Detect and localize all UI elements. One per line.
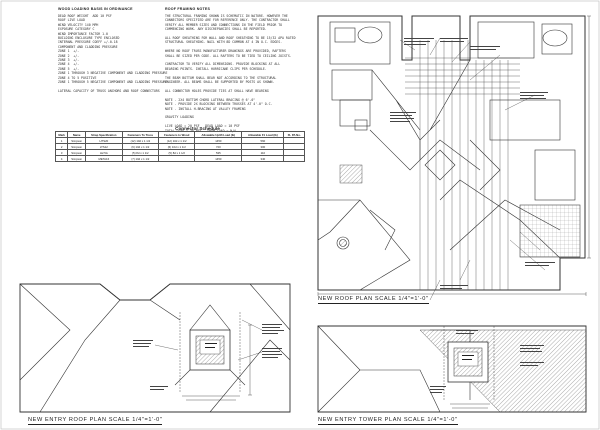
schedule-cell: 340 xyxy=(241,155,285,162)
schedule-cell: (7) 10d x 1 1/2 xyxy=(121,155,160,162)
framing-note-line: VERIFY ALL MEMBER SIZES AND CONNECTIONS … xyxy=(165,22,283,27)
title-underline xyxy=(318,302,429,304)
entry-roof-plan-title: NEW ENTRY ROOF PLAN SCALE 1/4"=1'-0" xyxy=(28,417,163,425)
roof-plan-callouts xyxy=(390,38,555,289)
framing-note-line: ALL CONNECTOR HOLES PROVIDE TIES AT SHAL… xyxy=(165,88,269,93)
entry-tower-plan-title: NEW ENTRY TOWER PLAN SCALE 1/4"=1'-0" xyxy=(318,417,458,425)
title-underline xyxy=(28,423,163,425)
framing-note-line: NOTE - INSTALL H-BRACING AT VALLEY FRAMI… xyxy=(165,106,246,111)
wood-note-line: WIND VELOCITY 140 MPH xyxy=(58,22,99,27)
wood-note-line: ZONE 1 THROUGH 3 NEGATIVE COMPONENT AND … xyxy=(58,71,168,76)
schedule-cell xyxy=(158,155,196,162)
framing-note-line: THE BEAM BOTTOM SHALL BEAR NOT ACCORDING… xyxy=(165,75,277,80)
entry-roof-plan-drawing xyxy=(19,283,291,413)
framing-note-line: CONTRACTOR TO VERIFY ALL DIMENSIONS. PRO… xyxy=(165,62,281,67)
wood-note-line: COMPONENT AND CLADDING PRESSURE xyxy=(58,44,118,49)
framing-note-line: TOTAL LOAD = 30 PSF SNOW LOAD = N/A xyxy=(165,128,237,133)
wood-note-line: BUILDING ENCLOSURE TYPE ENCLOSED xyxy=(58,36,120,41)
entry-roof-plan-title-text: NEW ENTRY ROOF PLAN SCALE 1/4"=1'-0" xyxy=(28,417,163,423)
roof-plan-title: NEW ROOF PLAN SCALE 1/4"=1'-0" xyxy=(318,296,429,304)
wood-note-line: LATERAL CAPACITY OF TRUSS ANCHORS AND RO… xyxy=(58,88,160,93)
wood-note-line: ZONE 4 +/- xyxy=(58,62,80,67)
wood-note-line: WIND IMPORTANCE FACTOR 1.0 xyxy=(58,31,108,36)
framing-note-line: NOTE - 2X4 BOTTOM CHORD LATERAL BRACING … xyxy=(165,97,256,102)
entry-tower-plan-title-text: NEW ENTRY TOWER PLAN SCALE 1/4"=1'-0" xyxy=(318,417,458,423)
framing-note-line: COMMENCING WORK. ANY DISCREPANCIES SHALL… xyxy=(165,27,267,32)
framing-note-line: STRUCTURAL SHEATHING. NAIL WITH 8D COMMO… xyxy=(165,40,283,45)
wood-note-line: ZONE 4 TO 5 POSITIVE xyxy=(58,75,97,80)
framing-note-line: GRAVITY LOADING xyxy=(165,115,194,120)
framing-note-line: ALL ROOF SHEATHING FOR WALL AND ROOF SHE… xyxy=(165,36,296,41)
framing-note-line: LIVE LOAD = 20 PSF DEAD LOAD = 10 PSF xyxy=(165,124,240,129)
entry-tower-callouts xyxy=(430,330,544,393)
wood-note-line: INTERNAL PRESSURE COEFF +/-0.18 xyxy=(58,40,118,45)
wood-note-line: ZONE 1 THROUGH 5 NEGATIVE COMPONENT AND … xyxy=(58,80,168,85)
framing-notes-body: THE STRUCTURAL FRAMING SHOWN IS SCHEMATI… xyxy=(165,14,296,133)
entry-tower-plan-drawing xyxy=(317,325,587,413)
schedule-cell xyxy=(283,155,305,162)
framing-note-line: BEARING POINTS. INSTALL HURRICANE CLIPS … xyxy=(165,66,267,71)
entry-roof-callouts xyxy=(133,324,284,390)
wood-note-line: ZONE 1 +/- xyxy=(58,49,80,54)
wood-note-line: ZONE 3 +/- xyxy=(58,58,80,63)
framing-note-line: SHALL BE SIZED PER CODE. ALL RAFTERS TO … xyxy=(165,53,292,58)
schedule-cell: 1450 xyxy=(194,155,243,162)
wood-notes-title: WOOD LOADING BASIS IN ORDINANCE xyxy=(58,7,133,11)
schedule-cell: Simpson xyxy=(67,155,87,162)
roof-plan-drawing xyxy=(317,15,591,301)
framing-note-line: THE STRUCTURAL FRAMING SHOWN IS SCHEMATI… xyxy=(165,14,288,18)
schedule-cell: 4 xyxy=(54,155,69,162)
roof-plan-title-text: NEW ROOF PLAN SCALE 1/4"=1'-0" xyxy=(318,296,429,302)
wood-note-line: DEAD ROOF WEIGHT ADD 10 PSF xyxy=(58,14,112,18)
framing-note-line: NOTE - PROVIDE 2X BLOCKING BETWEEN TRUSS… xyxy=(165,102,273,107)
framing-note-line: CONNECTORS SPECIFIED ARE FOR REFERENCE O… xyxy=(165,18,290,23)
wood-note-line: ROOF LIVE LOAD xyxy=(58,18,85,23)
framing-note-line: ENGINEER. ALL BEAMS SHALL BE SUPPORTED B… xyxy=(165,80,275,85)
wood-note-line: ZONE 5 +/- xyxy=(58,66,80,71)
schedule-cell: META16 xyxy=(85,155,123,162)
wood-note-line: ZONE 2 +/- xyxy=(58,53,80,58)
title-underline xyxy=(318,423,458,425)
framing-notes-title: ROOF FRAMING NOTES xyxy=(165,7,211,11)
wood-note-line: EXPOSURE CATEGORY C xyxy=(58,27,95,32)
framing-note-line: WHERE NO ROOF TRUSS MANUFACTURER DRAWING… xyxy=(165,49,286,54)
schedule-title: Connector Schedule xyxy=(175,126,220,131)
